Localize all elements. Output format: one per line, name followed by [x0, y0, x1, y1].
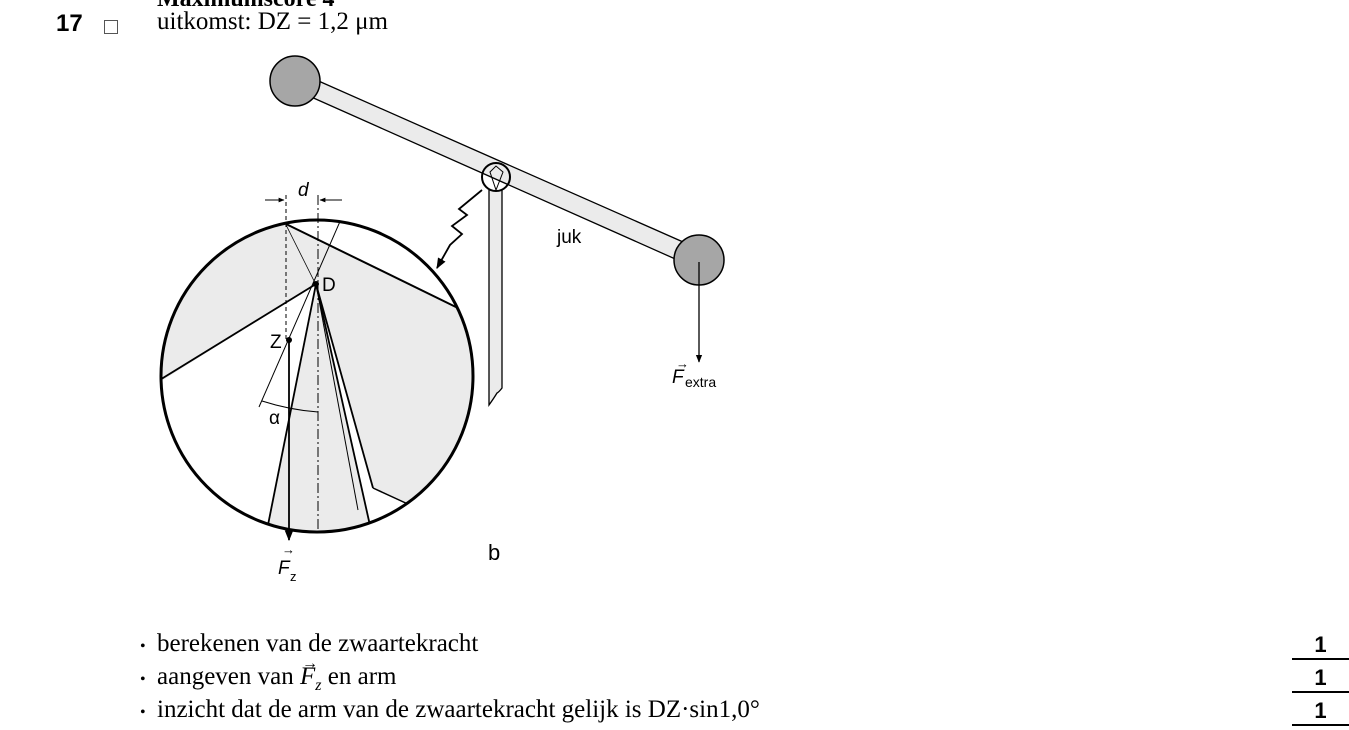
label-Z: Z	[270, 332, 282, 353]
magnified-view	[161, 220, 473, 532]
criterion-text-after: en arm	[327, 663, 397, 690]
svg-text:z: z	[290, 569, 297, 584]
criterion-text: inzicht dat de arm van de zwaartekracht …	[157, 696, 760, 723]
svg-text:F: F	[672, 367, 685, 388]
left-weight	[269, 55, 321, 107]
criterion-text: berekenen van de zwaartekracht	[157, 630, 479, 657]
criterion-1: • berekenen van de zwaartekracht	[140, 629, 478, 662]
point-D	[313, 281, 319, 287]
svg-text:→: →	[676, 356, 689, 371]
support-post	[488, 190, 503, 408]
point-Z	[286, 337, 292, 343]
zoom-arrow	[436, 189, 483, 269]
label-b: b	[488, 540, 500, 565]
bullet: •	[140, 671, 146, 688]
score-2: 1	[1292, 665, 1349, 693]
criterion-text-before: aangeven van	[157, 663, 294, 690]
bullet: •	[140, 638, 146, 655]
label-d: d	[298, 180, 310, 201]
criterion-3: • inzicht dat de arm van de zwaartekracht…	[140, 695, 760, 728]
question-number: 17	[56, 10, 83, 37]
label-juk: juk	[556, 227, 582, 248]
svg-text:extra: extra	[685, 374, 716, 390]
answer-line: uitkomst: DZ = 1,2 μm	[157, 8, 388, 35]
svg-text:→: →	[282, 542, 295, 557]
label-fz: → F z	[278, 542, 297, 584]
label-D: D	[322, 275, 336, 296]
score-3: 1	[1292, 698, 1349, 726]
alpha-arc	[261, 400, 319, 413]
bullet: •	[140, 704, 146, 721]
section-heading-cut: Maximumscore 4	[157, 0, 335, 13]
question-checkbox[interactable]	[104, 20, 118, 34]
criterion-2: • aangeven van →Fz en arm	[140, 655, 397, 695]
vector-fz: →Fz	[299, 655, 322, 694]
score-1: 1	[1292, 632, 1349, 660]
magnifier-lens	[159, 218, 475, 534]
label-alpha: α	[269, 408, 280, 429]
svg-text:F: F	[278, 558, 291, 579]
label-fextra: → F extra	[672, 356, 716, 390]
